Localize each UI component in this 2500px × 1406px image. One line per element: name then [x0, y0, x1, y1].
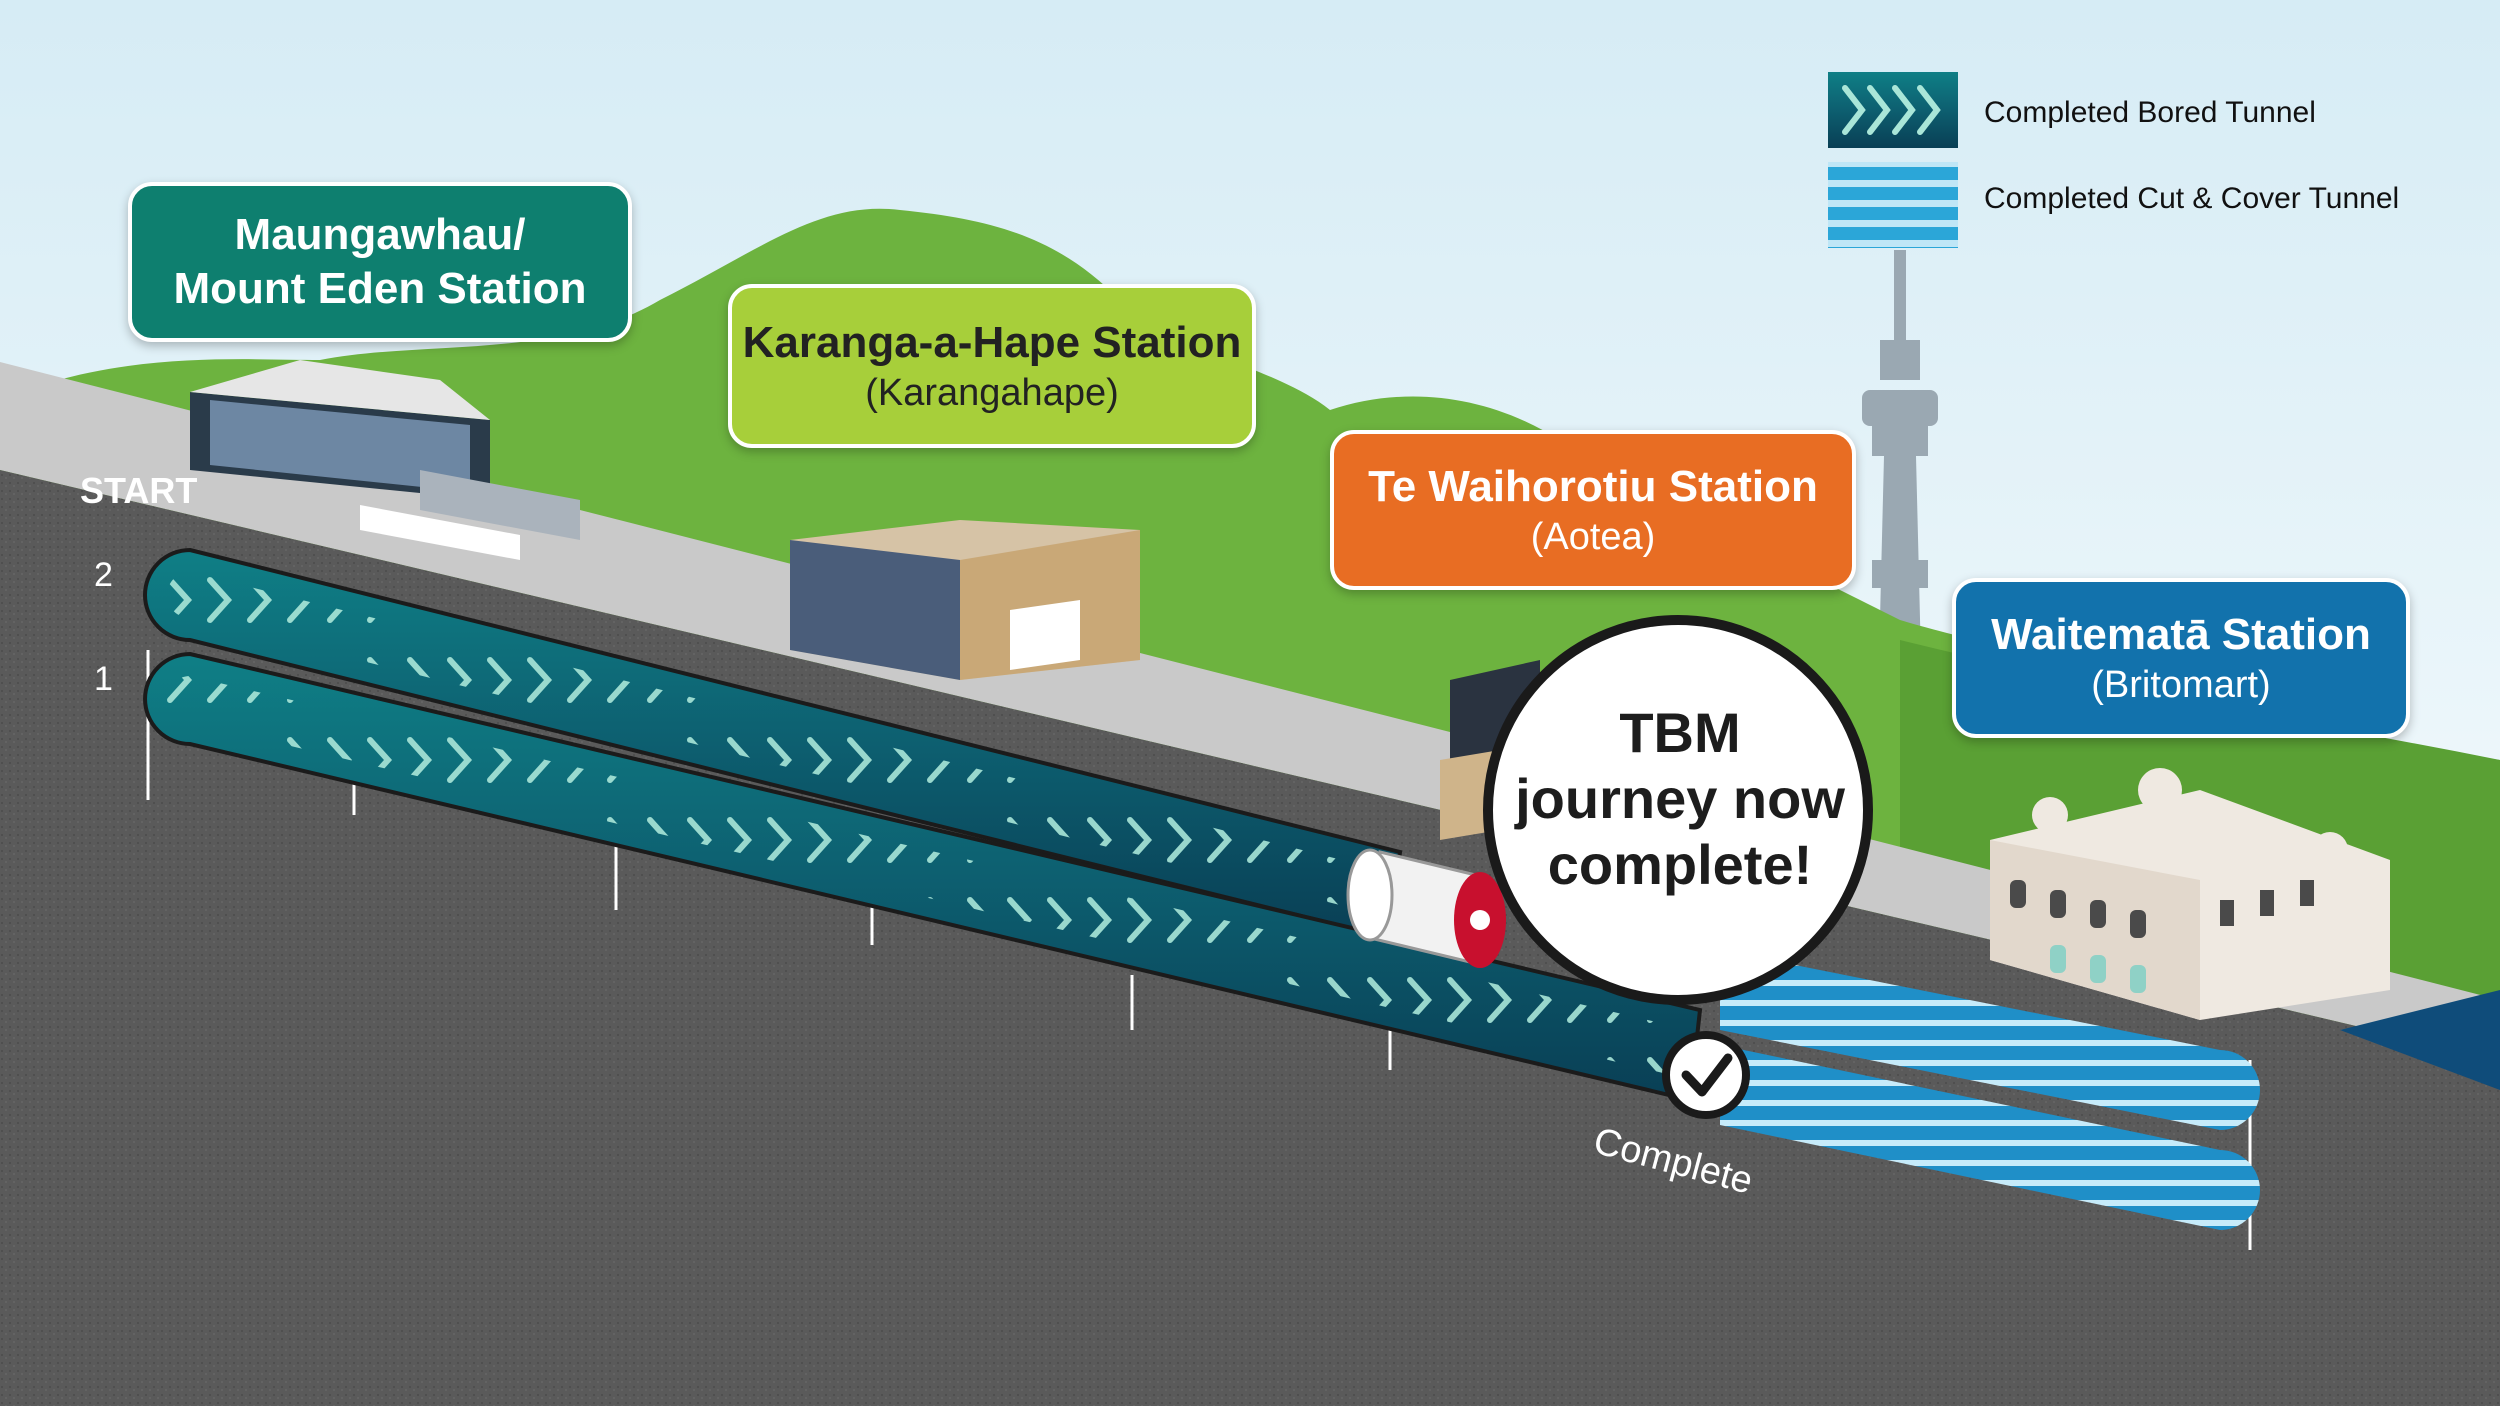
start-label: START	[80, 470, 198, 511]
britomart-station-building	[1990, 768, 2390, 1020]
legend-cut-cover-label: Completed Cut & Cover Tunnel	[1984, 182, 2400, 215]
bored-tunnel-1	[143, 651, 1703, 1103]
tunnel-2-label: 2	[94, 556, 113, 594]
station-label-waitemata: Waitematā Station (Britomart)	[1952, 578, 2410, 738]
station-name-line1: Maungawhau/	[234, 210, 526, 259]
legend-bored-label: Completed Bored Tunnel	[1984, 96, 2316, 129]
legend-bored-swatch	[1828, 72, 1958, 148]
tbm-machine-icon	[1346, 848, 1506, 968]
station-name: Karanga-a-Hape Station	[742, 318, 1242, 367]
legend-cut-cover-swatch	[1828, 162, 1958, 248]
tunnel-1-label: 1	[94, 660, 113, 698]
station-name-line2: Mount Eden Station	[173, 264, 587, 313]
cut-cover-tunnels	[1720, 950, 2260, 1230]
ground-surface	[0, 362, 2500, 1060]
tbm-message-line1: TBM	[1619, 701, 1741, 764]
station-subtitle: (Britomart)	[2091, 664, 2271, 706]
bored-tunnel-2	[143, 547, 1403, 941]
karanga-a-hape-station-building	[790, 520, 1140, 680]
cut-cover-tunnel-1	[1720, 1045, 2260, 1230]
complete-check-icon	[1662, 1031, 1750, 1119]
tbm-message: TBM journey now complete!	[1480, 700, 1880, 898]
station-label-te-waihorotiu: Te Waihorotiu Station (Aotea)	[1330, 430, 1856, 590]
tbm-callout-circle	[1483, 615, 1873, 1005]
tbm-message-line3: complete!	[1547, 833, 1813, 896]
station-name: Waitematā Station	[1991, 610, 2371, 659]
station-label-mount-eden: Maungawhau/ Mount Eden Station	[128, 182, 632, 342]
tbm-message-line2: journey now	[1515, 767, 1845, 830]
cut-cover-tunnel-2	[1720, 950, 2260, 1130]
station-name: Te Waihorotiu Station	[1368, 462, 1818, 511]
station-label-karanga-a-hape: Karanga-a-Hape Station (Karangahape)	[728, 284, 1256, 448]
mount-eden-station-building	[190, 360, 580, 560]
harbour	[2340, 990, 2500, 1090]
station-subtitle: (Karangahape)	[865, 372, 1119, 414]
station-subtitle: (Aotea)	[1530, 516, 1656, 558]
